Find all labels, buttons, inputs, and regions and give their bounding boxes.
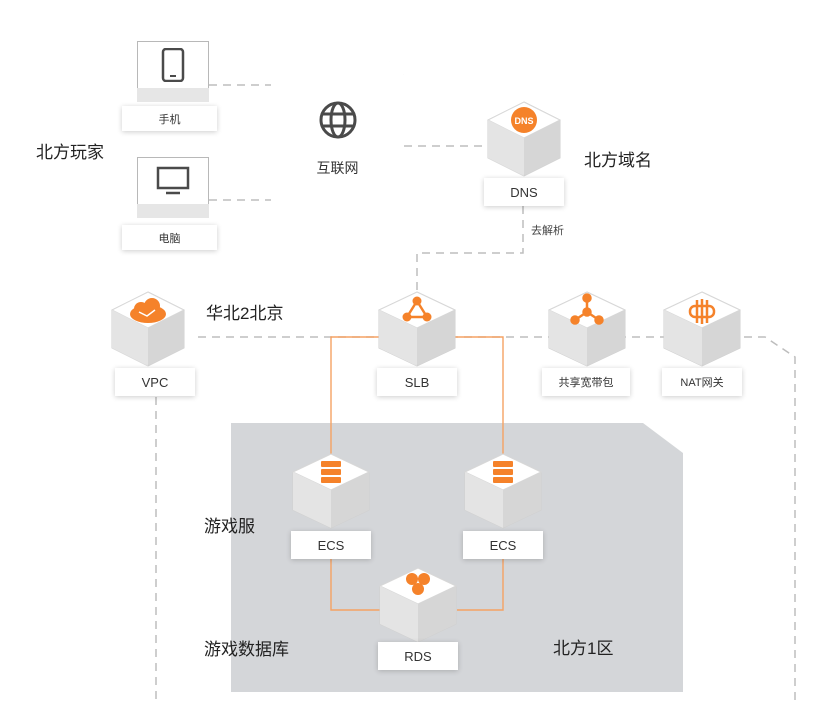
- dns-caption: 北方域名: [584, 151, 652, 170]
- pc-screen: [137, 157, 209, 204]
- phone-screen: [137, 41, 209, 88]
- dns-icon: DNS: [514, 116, 533, 126]
- pc-base: [137, 204, 209, 218]
- phone-base: [137, 88, 209, 102]
- server-icon: [493, 461, 513, 483]
- ecs-right-label: ECS: [463, 531, 543, 559]
- zone-caption: 北方1区: [553, 639, 614, 658]
- game-server-caption: 游戏服: [204, 517, 255, 536]
- ecs-left-rds-link: [330, 558, 380, 611]
- pc-label: 电脑: [122, 225, 217, 250]
- monitor-icon: [156, 166, 190, 195]
- region-caption: 华北2北京: [206, 304, 284, 323]
- globe-icon: [319, 101, 357, 139]
- nat-label: NAT网关: [662, 368, 742, 396]
- nat-cube: [662, 291, 742, 367]
- rds-cube: [378, 567, 458, 643]
- ecs-left-label: ECS: [291, 531, 371, 559]
- database-icon: [406, 573, 430, 595]
- ecs-right-cube: [463, 453, 543, 529]
- dns-cube: DNS: [486, 101, 562, 177]
- players-caption: 北方玩家: [36, 143, 104, 162]
- ecs-left-cube: [291, 453, 371, 529]
- ecs-right-rds-link: [457, 558, 504, 611]
- slb-cube: [377, 291, 457, 367]
- shared-bandwidth-label: 共享宽带包: [542, 368, 630, 396]
- load-balancer-icon: [402, 296, 432, 322]
- nat-gateway-icon: [688, 299, 716, 324]
- cloud-icon: [130, 298, 166, 323]
- game-db-caption: 游戏数据库: [204, 640, 289, 659]
- vpc-cube: [110, 291, 186, 367]
- slb-label: SLB: [377, 368, 457, 396]
- shared-bandwidth-cube: [547, 291, 627, 367]
- server-icon: [321, 461, 341, 483]
- rds-label: RDS: [378, 642, 458, 670]
- internet-label: 互联网: [316, 160, 359, 176]
- dns-label: DNS: [484, 178, 564, 206]
- resolve-edge-label: 去解析: [531, 222, 564, 238]
- vpc-label: VPC: [115, 368, 195, 396]
- phone-icon: [161, 48, 185, 82]
- dns-slb-link: [416, 206, 524, 296]
- network-hub-icon: [570, 293, 604, 325]
- phone-label: 手机: [122, 106, 217, 131]
